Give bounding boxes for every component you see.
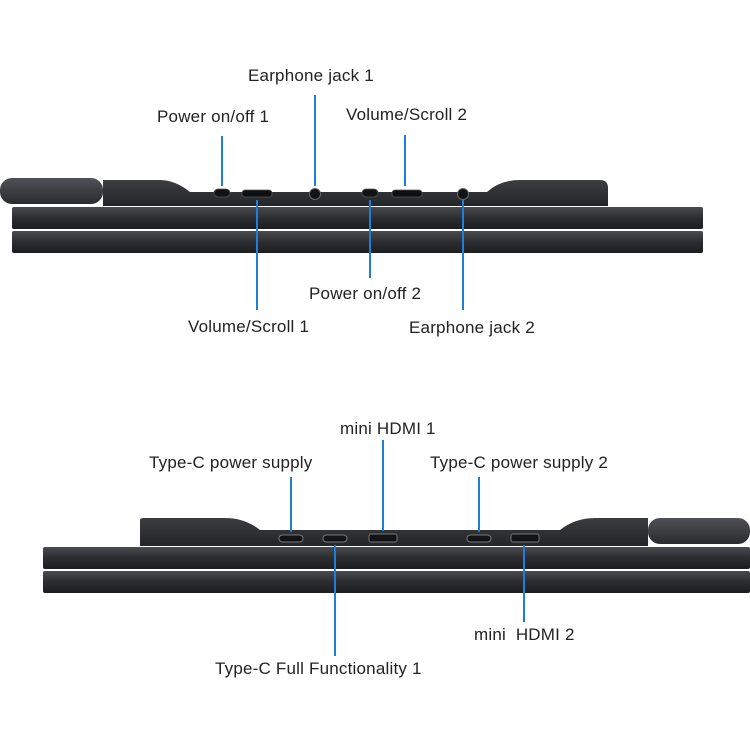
bottom-kickstand: [648, 518, 750, 544]
label-typec-full-1: Type-C Full Functionality 1: [215, 659, 422, 678]
label-volume-scroll-2: Volume/Scroll 2: [346, 105, 468, 124]
typec-port-power[interactable]: [278, 534, 304, 543]
power-button-1[interactable]: [213, 188, 231, 198]
label-typec-power-2: Type-C power supply 2: [430, 453, 609, 472]
label-power-2: Power on/off 2: [309, 284, 422, 303]
top-plate-upper: [12, 207, 703, 229]
volume-scroll-wheel-1[interactable]: [241, 189, 273, 198]
label-mini-hdmi-2: mini HDMI 2: [474, 625, 575, 644]
earphone-jack-2[interactable]: [457, 188, 469, 200]
top-kickstand: [0, 178, 103, 204]
top-callout-lines: [221, 95, 464, 310]
typec-port-full-1[interactable]: [322, 534, 348, 543]
bottom-plate-lower: [43, 571, 750, 593]
mini-hdmi-port-2[interactable]: [510, 533, 540, 543]
top-plate-lower: [12, 231, 703, 253]
label-power-1: Power on/off 1: [157, 107, 270, 126]
label-volume-scroll-1: Volume/Scroll 1: [188, 317, 310, 336]
power-button-2[interactable]: [361, 188, 379, 198]
typec-port-power-2[interactable]: [466, 534, 492, 543]
top-housing: [103, 180, 608, 206]
label-typec-power: Type-C power supply: [149, 453, 313, 472]
bottom-callout-lines: [290, 440, 525, 656]
label-earphone-jack-1: Earphone jack 1: [248, 66, 374, 85]
earphone-jack-1[interactable]: [309, 188, 321, 200]
volume-scroll-wheel-2[interactable]: [391, 189, 423, 198]
label-earphone-jack-2: Earphone jack 2: [409, 318, 535, 337]
label-mini-hdmi-1: mini HDMI 1: [340, 419, 436, 438]
bottom-device: [43, 518, 750, 593]
mini-hdmi-port-1[interactable]: [368, 533, 398, 543]
bottom-plate-upper: [43, 547, 750, 569]
top-device: [0, 178, 703, 253]
